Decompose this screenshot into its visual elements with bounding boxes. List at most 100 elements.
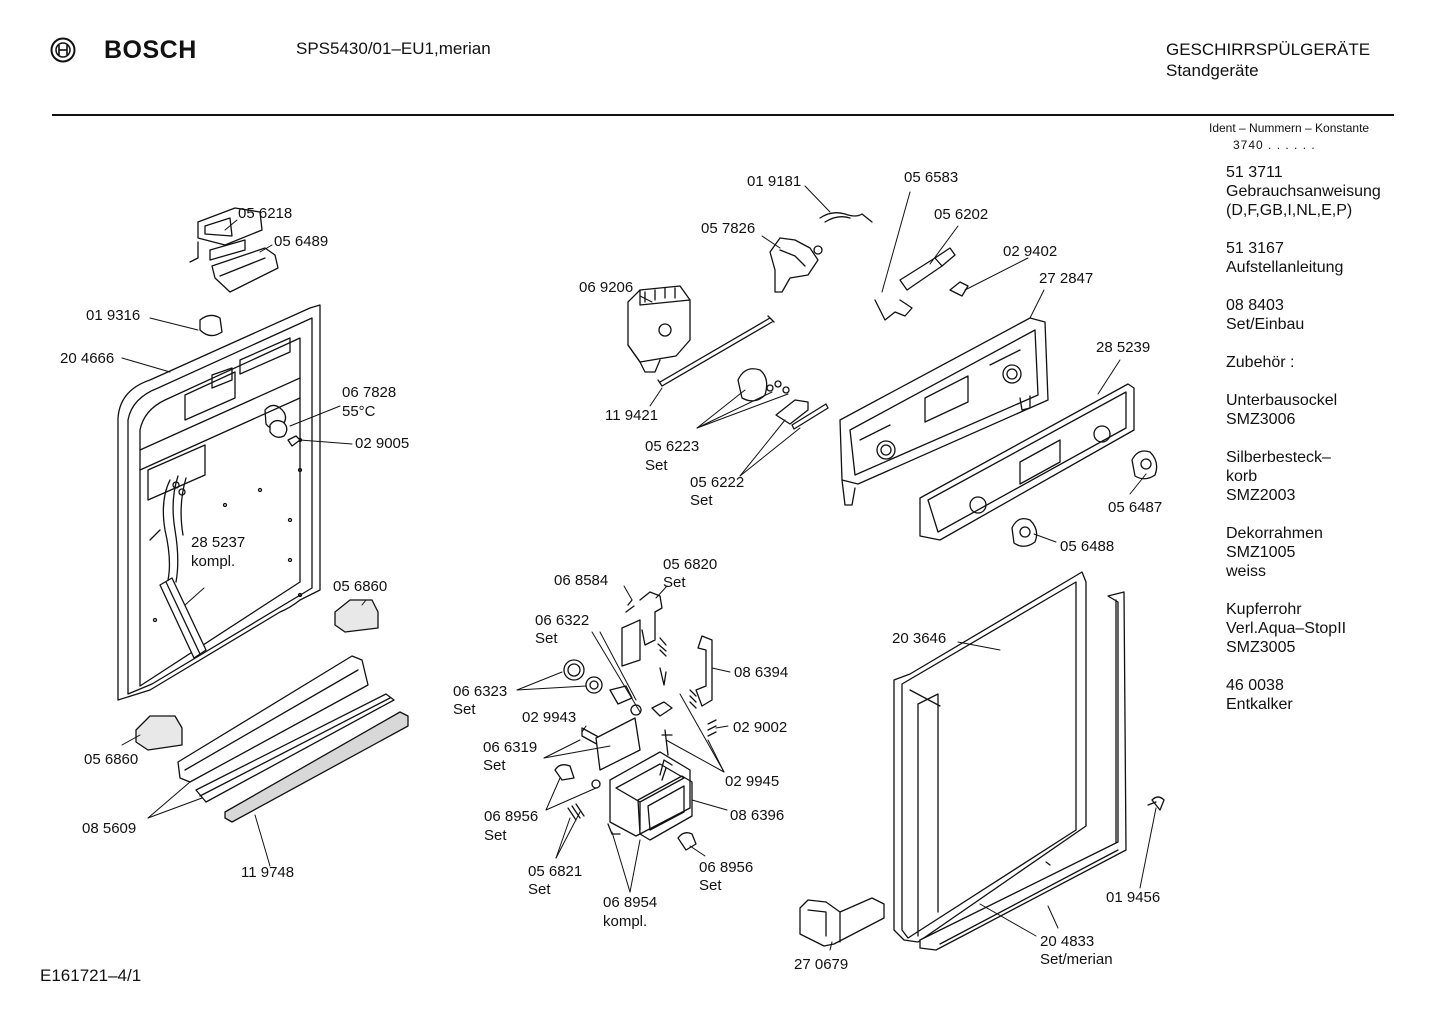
accessory-line: SMZ3005	[1226, 639, 1296, 656]
accessory-line: Silberbesteck–	[1226, 449, 1331, 466]
part-note: Set	[663, 574, 686, 591]
accessory-line: Verl.Aqua–StopII	[1226, 620, 1347, 637]
part-label: 27 0679	[794, 956, 849, 973]
part-note: Set	[528, 881, 551, 898]
part-note: kompl.	[603, 913, 648, 930]
part-label: 01 9181	[747, 173, 802, 190]
accessory-line: SMZ2003	[1226, 487, 1296, 504]
accessory-line: 08 8403	[1226, 297, 1284, 314]
part-label: 11 9748	[241, 864, 295, 881]
part-label: 06 8956	[484, 808, 539, 825]
accessory-line: Dekorrahmen	[1226, 525, 1323, 542]
part-label: 20 4666	[60, 350, 115, 367]
part-label: 05 6202	[934, 206, 989, 223]
part-note: Set	[699, 877, 722, 894]
part-note: 55°C	[342, 403, 376, 420]
part-note: Set	[690, 492, 713, 509]
part-label: 05 6488	[1060, 538, 1115, 555]
accessory-line: Gebrauchsanweisung	[1226, 183, 1381, 200]
part-label: 05 6218	[238, 205, 293, 222]
part-label: 08 6396	[730, 807, 785, 824]
header-divider	[52, 114, 1394, 116]
part-label: 05 6583	[904, 169, 959, 186]
part-label: 05 6222	[690, 474, 745, 491]
accessory-line: Kupferrohr	[1226, 601, 1302, 618]
cable-lead	[819, 212, 873, 223]
accessory-line: SMZ1005	[1226, 544, 1296, 561]
part-label: 05 7826	[701, 220, 756, 237]
bosch-logo-icon	[50, 37, 76, 68]
part-label: 06 8584	[554, 572, 609, 589]
part-note: kompl.	[191, 553, 236, 570]
accessory-line: Zubehör :	[1226, 354, 1295, 371]
part-label: 06 6322	[535, 612, 590, 629]
part-label: 01 9456	[1106, 889, 1161, 906]
door-latch-bracket	[189, 207, 279, 293]
leader-lines	[121, 185, 1157, 951]
accessory-line: SMZ3006	[1226, 411, 1296, 428]
part-label: 05 6860	[333, 578, 388, 595]
accessory-item: Zubehör :	[1226, 353, 1426, 372]
accessory-line: 51 3711	[1226, 164, 1283, 181]
accessory-line: 51 3167	[1226, 240, 1284, 257]
foot-block-left	[135, 715, 183, 751]
outer-door-frame	[893, 571, 1165, 951]
accessory-line: Aufstellanleitung	[1226, 259, 1344, 276]
category-line-2: Standgeräte	[1166, 61, 1259, 80]
part-label: 05 6487	[1108, 499, 1163, 516]
drawing-code: E161721–4/1	[40, 966, 142, 985]
part-label: 28 5237	[191, 534, 246, 551]
foot-block-right	[334, 599, 379, 633]
part-note: Set	[483, 757, 506, 774]
accessory-line: weiss	[1226, 563, 1267, 580]
timer-switch	[627, 285, 691, 373]
bottom-strips	[177, 655, 409, 823]
accessory-line: Set/Einbau	[1226, 316, 1305, 333]
part-note: Set	[645, 457, 668, 474]
category-line-1: GESCHIRRSPÜLGERÄTE	[1166, 40, 1371, 59]
part-label: 02 9943	[522, 709, 577, 726]
part-label: 11 9421	[605, 407, 659, 424]
part-label: 20 4833	[1040, 933, 1095, 950]
part-label: 02 9005	[355, 435, 410, 452]
part-note: Set	[484, 827, 507, 844]
part-label: 20 3646	[892, 630, 947, 647]
category-title: GESCHIRRSPÜLGERÄTE Standgeräte	[1166, 39, 1370, 81]
part-note: Set/merian	[1040, 951, 1113, 968]
brand-name: BOSCH	[104, 36, 197, 64]
accessory-line: (D,F,GB,I,NL,E,P)	[1226, 202, 1353, 219]
part-label: 06 6319	[483, 739, 538, 756]
part-label: 08 5609	[82, 820, 137, 837]
part-label: 05 6223	[645, 438, 700, 455]
front-decor-panel	[919, 383, 1135, 541]
part-label: 02 9402	[1003, 243, 1058, 260]
switch-block	[775, 399, 829, 430]
part-label: 05 6821	[528, 863, 583, 880]
indicator-lamp	[874, 247, 969, 321]
part-label: 06 8956	[699, 859, 754, 876]
base-bracket	[799, 897, 885, 947]
connecting-rod	[657, 315, 775, 387]
part-label: 06 6323	[453, 683, 508, 700]
knob-right	[1131, 450, 1158, 480]
model-number: SPS5430/01–EU1,merian	[296, 39, 491, 58]
accessory-line: korb	[1226, 468, 1258, 485]
knob-left	[1011, 517, 1038, 547]
part-label: 01 9316	[86, 307, 141, 324]
inner-door-panel	[117, 304, 321, 701]
accessory-line: 46 0038	[1226, 677, 1284, 694]
ident-constant: 3740 . . . . . .	[1233, 138, 1316, 152]
door-lock-part	[769, 237, 823, 293]
part-label: 05 6860	[84, 751, 139, 768]
part-label: 06 9206	[579, 279, 634, 296]
part-label: 28 5239	[1096, 339, 1151, 356]
